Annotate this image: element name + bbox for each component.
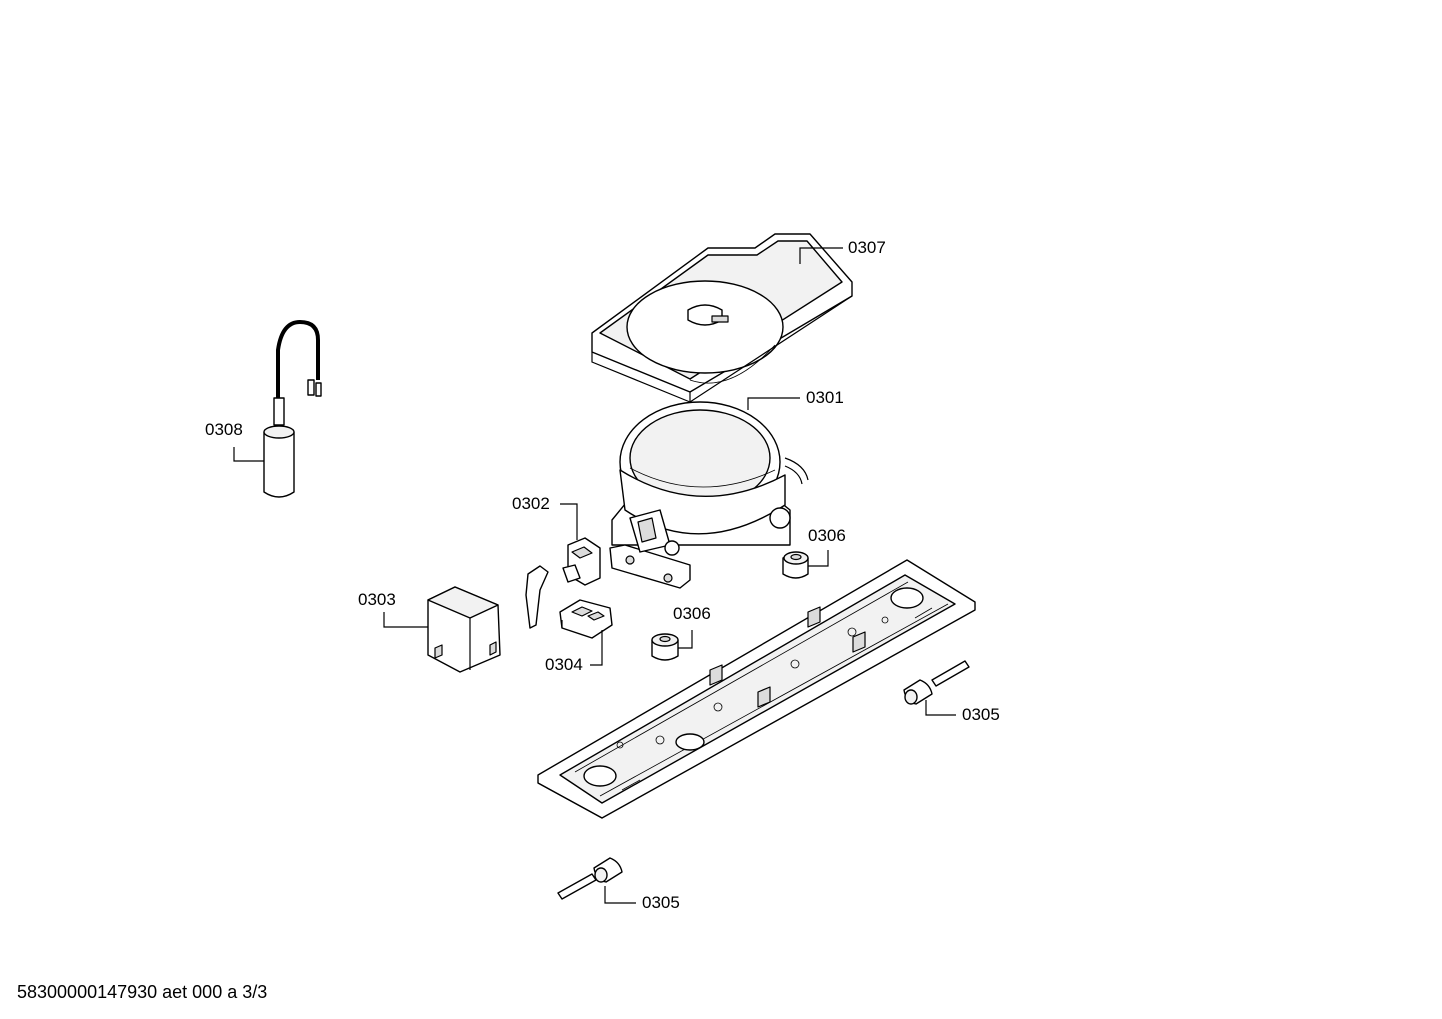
part-0302-relay [562,537,601,586]
part-0306-grommet-a [782,551,809,579]
part-0307-drip-tray [591,233,853,403]
leader-0304 [590,630,603,666]
label-0306-b: 0306 [673,604,711,623]
label-0307: 0307 [848,238,886,257]
part-base-rail [537,559,976,819]
leader-0303 [383,612,428,628]
part-0304-overload [559,599,613,639]
part-0305-pin-sleeve-b [557,857,623,900]
document-footer-code: 58300000147930 aet 000 a 3/3 [17,982,268,1002]
label-0303: 0303 [358,590,396,609]
label-0302: 0302 [512,494,550,513]
part-0306-grommet-b [651,633,679,661]
leader-0308 [233,447,264,462]
label-0305-b: 0305 [642,893,680,912]
part-0303-cover [427,586,501,673]
label-0301: 0301 [806,388,844,407]
part-0305-pin-sleeve-a [903,660,970,705]
leader-0305a [925,700,956,716]
label-0308: 0308 [205,420,243,439]
label-0305-a: 0305 [962,705,1000,724]
leader-0306b [678,630,693,649]
label-0306-a: 0306 [808,526,846,545]
part-0308-capacitor [263,319,322,498]
leader-0306a [808,550,829,567]
part-relay-clip [525,565,549,629]
label-0304: 0304 [545,655,583,674]
leader-0301 [747,397,800,410]
leader-0307 [799,247,843,264]
part-0301-compressor [609,401,809,589]
leader-0305b [604,886,636,904]
leader-0302 [560,503,578,540]
